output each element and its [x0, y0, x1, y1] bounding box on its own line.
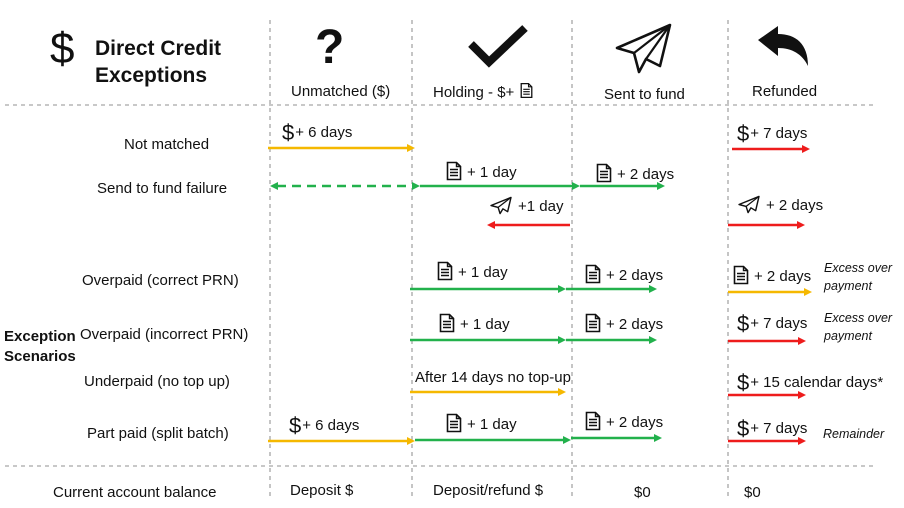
arrow-head: [270, 182, 278, 190]
arrow-head: [802, 145, 810, 153]
dollar-icon: $: [289, 413, 302, 438]
duration-label: + 2 days: [585, 264, 663, 284]
note-excess: Excess over payment: [824, 261, 893, 294]
duration-label: + 2 days: [596, 163, 674, 183]
arrow-head: [798, 437, 806, 445]
question-mark-icon: ?: [315, 21, 345, 74]
arrow-head: [649, 285, 657, 293]
checkmark-icon: [468, 25, 528, 68]
scenario-label: Not matched: [124, 136, 210, 153]
duration-label: $+ 7 days: [737, 311, 808, 336]
paper-plane-icon: [489, 196, 513, 215]
duration-label: $+ 7 days: [737, 416, 808, 441]
arrow-head: [654, 434, 662, 442]
arrow-head: [487, 221, 495, 229]
document-icon: [446, 413, 462, 433]
duration-label: $+ 7 days: [737, 121, 808, 146]
page-title: Direct Credit Exceptions: [95, 37, 222, 88]
undo-arrow-icon: [758, 26, 808, 66]
arrow-head: [412, 182, 420, 190]
duration-label: +1 day: [489, 196, 563, 215]
duration-label: $+ 6 days: [282, 120, 353, 145]
dollar-icon: $: [737, 121, 750, 146]
duration-label: + 1 day: [439, 313, 510, 333]
duration-label: + 2 days: [737, 195, 823, 214]
duration-label: + 2 days: [733, 265, 811, 285]
dollar-icon: $: [282, 120, 295, 145]
arrow-head: [657, 182, 665, 190]
paper-plane-icon: [615, 23, 672, 74]
balance-holding: Deposit/refund $: [433, 482, 544, 499]
column-header-holding: Holding - $+: [433, 82, 538, 100]
duration-label: $+ 6 days: [289, 413, 360, 438]
document-icon: [585, 313, 601, 333]
duration-label: + 1 day: [446, 161, 517, 181]
column-header-refunded: Refunded: [752, 83, 818, 100]
arrow-head: [798, 391, 806, 399]
duration-label: + 2 days: [585, 411, 663, 431]
document-icon: [733, 265, 749, 285]
balance-unmatched: Deposit $: [290, 482, 354, 499]
dollar-icon: $: [737, 311, 750, 336]
duration-label: + 1 day: [446, 413, 517, 433]
paper-plane-icon: [737, 195, 761, 214]
scenario-label: Overpaid (incorrect PRN): [80, 326, 249, 343]
exception-scenarios-label: Exception Scenarios: [4, 328, 76, 366]
duration-label: + 2 days: [585, 313, 663, 333]
column-header-sent: Sent to fund: [604, 86, 685, 103]
balance-label: Current account balance: [53, 484, 217, 501]
arrow-head: [558, 336, 566, 344]
arrow-head: [798, 337, 806, 345]
duration-label: $+ 15 calendar days*: [737, 370, 884, 395]
arrow-head: [407, 144, 415, 152]
document-icon: [520, 82, 533, 99]
arrow-head: [563, 436, 571, 444]
arrow-head: [804, 288, 812, 296]
arrow-head: [649, 336, 657, 344]
arrow-head: [558, 285, 566, 293]
document-icon: [446, 161, 462, 181]
document-icon: [585, 264, 601, 284]
column-header-unmatched: Unmatched ($): [291, 83, 391, 100]
dollar-icon: $: [50, 24, 75, 73]
arrow-head: [572, 182, 580, 190]
document-icon: [437, 261, 453, 281]
dollar-icon: $: [737, 416, 750, 441]
note-remainder: Remainder: [823, 427, 885, 441]
scenario-label: Send to fund failure: [97, 180, 228, 197]
arrow-head: [797, 221, 805, 229]
duration-label: + 1 day: [437, 261, 508, 281]
document-icon: [585, 411, 601, 431]
scenario-label: Part paid (split batch): [87, 425, 229, 442]
dollar-icon: $: [737, 370, 750, 395]
balance-refunded: $0: [744, 484, 761, 501]
document-icon: [596, 163, 612, 183]
document-icon: [439, 313, 455, 333]
note-excess: Excess over payment: [824, 311, 893, 344]
duration-label: After 14 days no top-up: [415, 369, 571, 386]
arrow-head: [558, 388, 566, 396]
scenario-label: Overpaid (correct PRN): [82, 272, 239, 289]
scenario-label: Underpaid (no top up): [84, 373, 230, 390]
arrow-head: [407, 437, 415, 445]
balance-sent: $0: [634, 484, 651, 501]
